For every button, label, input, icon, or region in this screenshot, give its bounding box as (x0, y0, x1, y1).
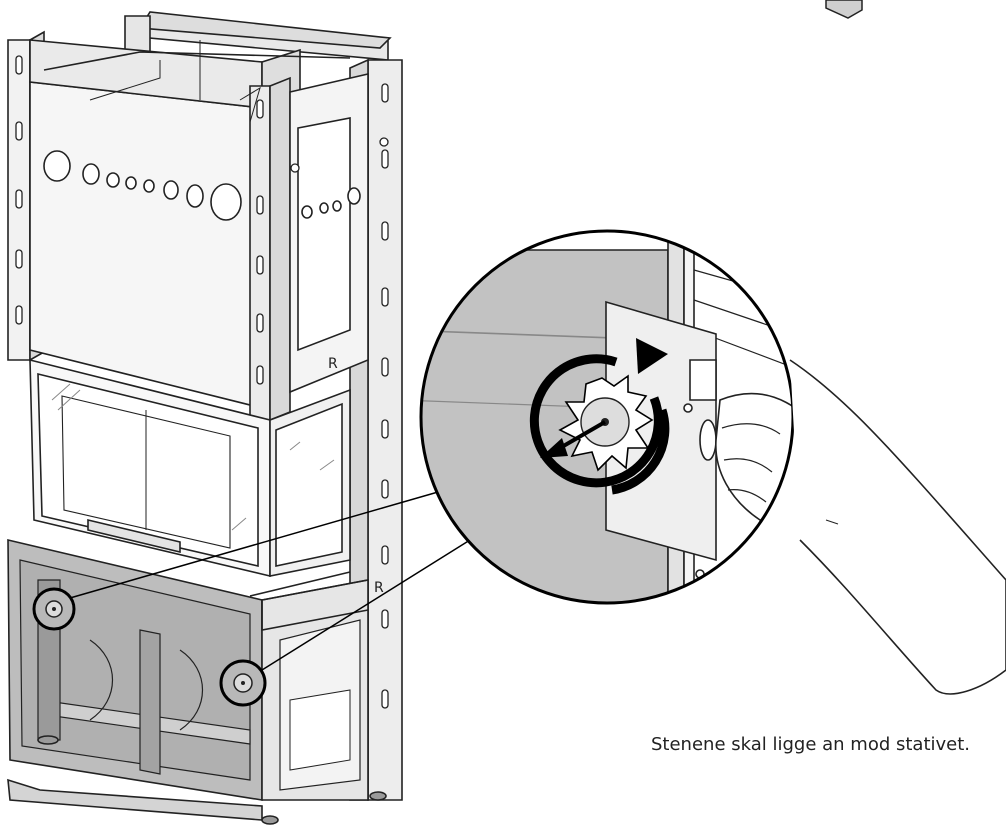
stone-fix-point-right (219, 659, 267, 707)
rotate-arrowhead (636, 338, 668, 374)
callout-lines (69, 491, 471, 671)
rotate-arrow-icon (529, 354, 670, 495)
stone-fix-point-left (32, 587, 76, 631)
stone-disk (558, 374, 654, 472)
instruction-caption: Stenene skal ligge an mod stativet. (651, 734, 971, 755)
frame-letter-upper: R (328, 356, 338, 372)
glass-section (29, 358, 351, 597)
frame-letter-lower: R (374, 580, 384, 596)
forearm (789, 359, 1006, 695)
corner-fragment (825, 0, 863, 19)
cable-holes (43, 150, 361, 221)
keyhole-slots (15, 55, 389, 709)
glass-reflections (51, 383, 335, 531)
stand-frame (7, 11, 403, 801)
lower-base (7, 538, 387, 825)
arrow-left-icon (540, 420, 607, 458)
